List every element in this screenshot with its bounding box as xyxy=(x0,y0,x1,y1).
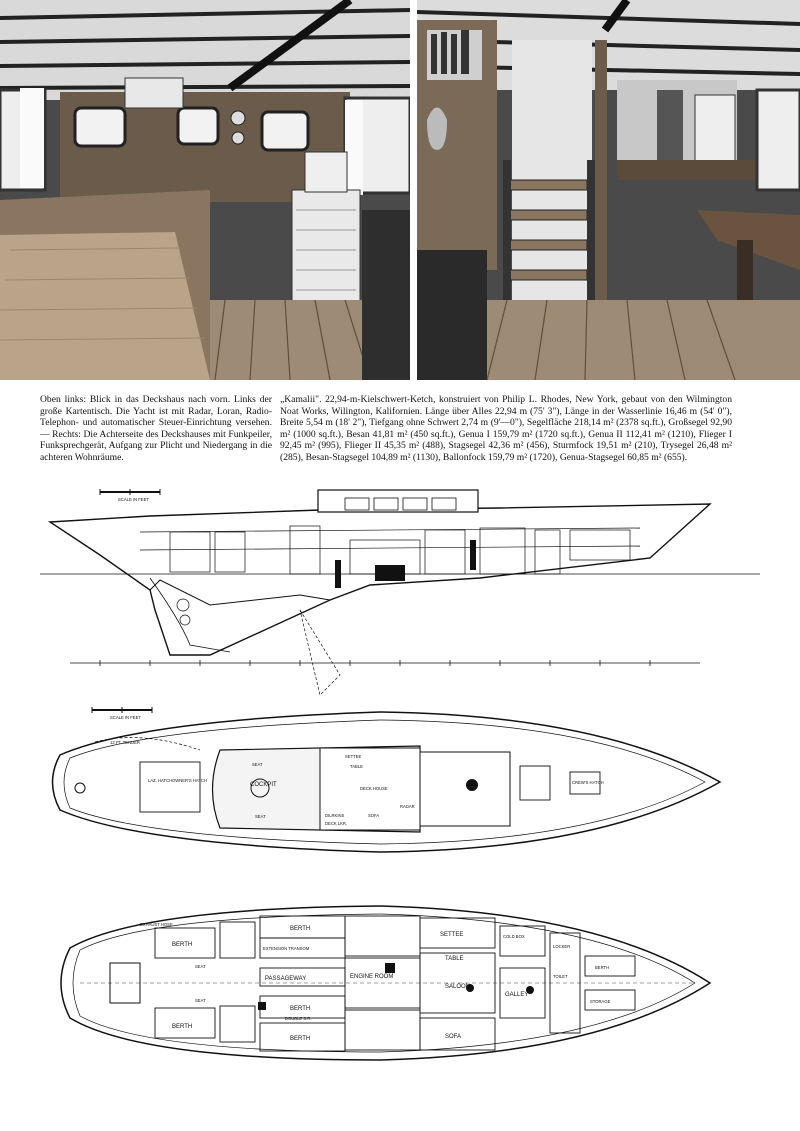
deck-label-owners-hatch: OWNER'S HATCH xyxy=(172,778,207,783)
deck-label-radar: RADAR xyxy=(400,804,415,809)
acc-label-locker: LOCKER xyxy=(553,944,570,949)
acc-label-cold-box: COLD BOX xyxy=(503,934,525,939)
caption-photos: Oben links: Blick in das Deckshaus nach … xyxy=(40,394,272,463)
deck-label-laz-hatch: LAZ. HATCH xyxy=(148,778,172,783)
deck-label-deck-lkr: DECK LKR. xyxy=(325,821,347,826)
scale-label-deck: SCALE IN FEET xyxy=(110,715,141,720)
acc-label-berth-2: BERTH xyxy=(172,1024,192,1030)
scale-label-profile: SCALE IN FEET xyxy=(118,497,149,502)
acc-label-berth-bottom: BERTH xyxy=(290,1036,310,1042)
acc-label-berth-mid: BERTH xyxy=(290,1006,310,1012)
acc-label-berth-top: BERTH xyxy=(290,926,310,932)
acc-label-table: TABLE xyxy=(445,956,464,962)
acc-label-sofa: SOFA xyxy=(445,1034,461,1040)
acc-label-double-sr: DOUBLE S.R. xyxy=(285,1016,312,1021)
acc-label-berth-fwd: BERTH xyxy=(595,965,609,970)
deckhouse-aft-photo xyxy=(417,0,800,380)
deck-label-cockpit: COCKPIT xyxy=(250,782,277,788)
acc-label-engine-room: ENGINE ROOM xyxy=(350,974,393,980)
acc-label-settee: SETTEE xyxy=(440,932,463,938)
deck-label-crews-hatch: CREW'S HATCH xyxy=(572,780,604,785)
caption-specifications: „Kamalii". 22,94-m-Kielschwert-Ketch, ko… xyxy=(280,394,732,463)
deck-label-dilrkins: DILRKINS xyxy=(325,813,345,818)
profile-plan-drawing: SCALE IN FEET xyxy=(0,470,800,700)
acc-label-exhaust-hose: EXHAUST HOSE xyxy=(140,922,173,927)
deck-label-seat-bottom: SEAT xyxy=(255,814,266,819)
acc-label-seat-1: SEAT xyxy=(195,964,206,969)
scale-bar-profile: SCALE IN FEET xyxy=(99,489,161,502)
acc-label-saloon: SALOON xyxy=(445,984,470,990)
deck-label-tender: 12 FT. TENDER xyxy=(110,740,140,745)
deck-plan-drawing: SCALE IN FEET 12 FT. TENDER SETTEE TABLE… xyxy=(0,700,800,870)
deckhouse-forward-photo xyxy=(0,0,410,380)
deck-label-settee: SETTEE xyxy=(345,754,361,759)
deck-label-sofa: SOFA xyxy=(368,813,379,818)
acc-label-storage: STORAGE xyxy=(590,999,611,1004)
acc-label-extension-transom: EXTENSION TRANSOM xyxy=(263,946,310,951)
acc-label-galley: GALLEY xyxy=(505,992,528,998)
acc-label-seat-2: SEAT xyxy=(195,998,206,1003)
deck-label-table: TABLE xyxy=(350,764,363,769)
acc-label-passageway: PASSAGEWAY xyxy=(265,976,306,982)
acc-label-berth-1: BERTH xyxy=(172,942,192,948)
deck-label-seat-top: SEAT xyxy=(252,762,263,767)
accommodation-plan-drawing: EXHAUST HOSE BERTH SEAT BERTH SEAT BERTH… xyxy=(0,878,800,1083)
acc-label-toilet: TOILET xyxy=(553,974,568,979)
deck-label-deck-house: DECK HOUSE xyxy=(360,786,388,791)
scale-bar-deck: SCALE IN FEET xyxy=(91,707,153,720)
